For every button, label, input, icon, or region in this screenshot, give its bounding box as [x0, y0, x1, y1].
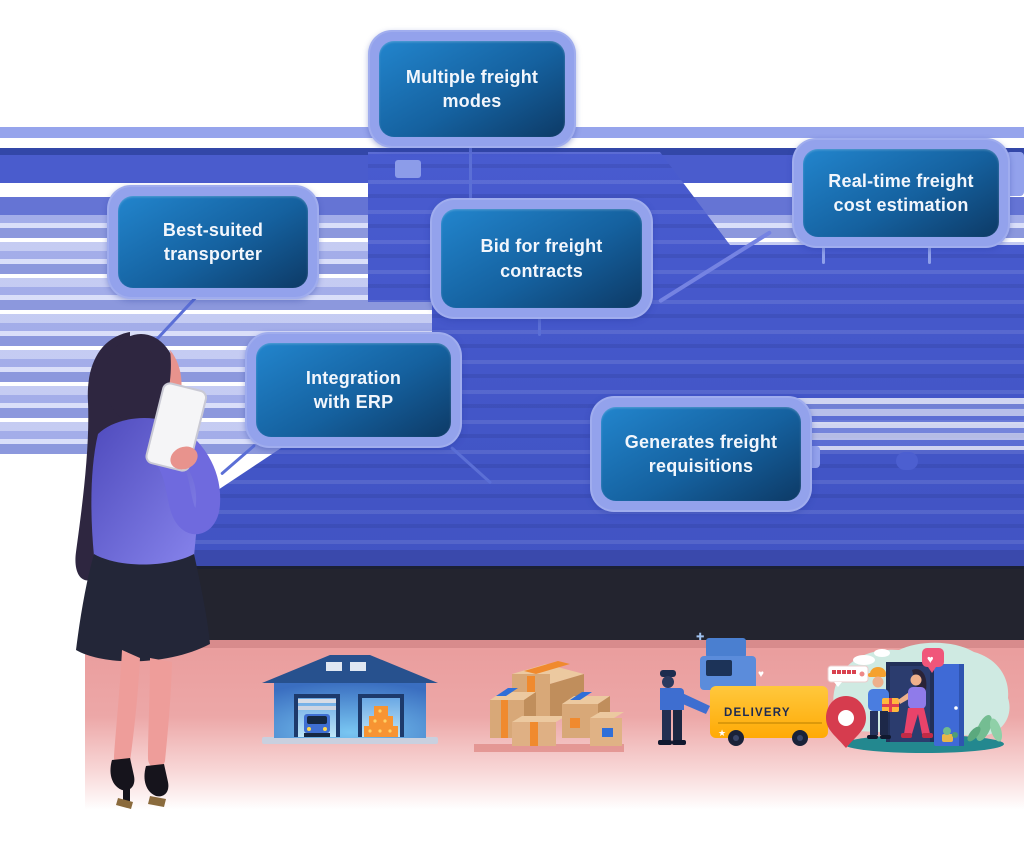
delivery-truck-illustration: ✚ ♥ DELIVERY ★ [658, 632, 828, 746]
cardboard-boxes-illustration [474, 661, 624, 752]
box-far-right [590, 712, 624, 746]
feature-box-inner: Generates freight requisitions [601, 407, 801, 501]
feature-box-inner: Best-suited transporter [118, 196, 308, 288]
heart-icon: ♥ [927, 654, 934, 666]
warehouse-platform [262, 737, 438, 744]
feature-box-label: Bid for freight contracts [480, 236, 603, 281]
feature-box-label: Generates freight requisitions [624, 431, 778, 476]
woman-skirt [76, 554, 210, 662]
feature-box-inner: Integration with ERP [256, 343, 451, 437]
woman-with-phone-illustration [75, 332, 221, 809]
warehouse-right-door [358, 694, 404, 737]
feature-box-generates-freight-requisitions: Generates freight requisitions [590, 396, 812, 512]
heart-icon: ♥ [758, 669, 764, 680]
delivery-worker [658, 670, 710, 745]
box-front-small [512, 716, 566, 746]
clouds [853, 649, 890, 665]
connector-dot [896, 452, 918, 470]
feature-box-label: Integration with ERP [305, 367, 402, 412]
heart-bubble: ♥ [922, 648, 944, 673]
feature-box-label: Multiple freight modes [405, 66, 539, 111]
feature-box-label: Best-suited transporter [162, 219, 264, 264]
boxes-ground [474, 744, 624, 752]
connector-line [469, 146, 472, 208]
plus-icon: ✚ [696, 632, 704, 643]
dark-band [88, 566, 1024, 648]
connector-line [538, 316, 541, 336]
warehouse-illustration [262, 655, 438, 744]
wedge-bottom-edge [88, 550, 1024, 566]
woman-legs [113, 650, 172, 769]
customer [898, 669, 933, 738]
feature-box-label: Real-time freight cost estimation [828, 170, 974, 215]
woman-hand [170, 446, 198, 470]
truck-wheels [728, 730, 808, 746]
home-delivery-illustration: ♥ [826, 642, 1010, 753]
feature-box-best-suited-transporter: Best-suited transporter [107, 185, 319, 299]
connector-line [928, 246, 931, 264]
connector-notch [395, 160, 421, 178]
plants [942, 714, 1003, 742]
truck-cargo-box: DELIVERY ★ [710, 686, 828, 738]
background-band [0, 148, 1024, 155]
rating-badge [827, 665, 869, 687]
courier [867, 667, 899, 739]
star-icon: ★ [718, 728, 726, 738]
truck-delivery-label: DELIVERY [724, 707, 791, 719]
warehouse-left-door [294, 694, 340, 737]
feature-box-real-time-freight-cost-estimation: Real-time freight cost estimation [792, 138, 1010, 248]
location-pin-icon [826, 696, 866, 748]
connector-notch [1006, 152, 1024, 196]
woman-heels [110, 758, 169, 809]
feature-box-multiple-freight-modes: Multiple freight modes [368, 30, 576, 148]
truck-cab [700, 638, 756, 690]
feature-box-bid-for-freight-contracts: Bid for freight contracts [430, 198, 653, 319]
warehouse-skylights [326, 662, 366, 671]
connector-line [822, 246, 825, 264]
feature-box-inner: Real-time freight cost estimation [803, 149, 999, 237]
feature-box-inner: Bid for freight contracts [441, 209, 642, 308]
feature-box-inner: Multiple freight modes [379, 41, 565, 137]
feature-box-integration-with-erp: Integration with ERP [245, 332, 462, 448]
open-door [934, 664, 964, 746]
